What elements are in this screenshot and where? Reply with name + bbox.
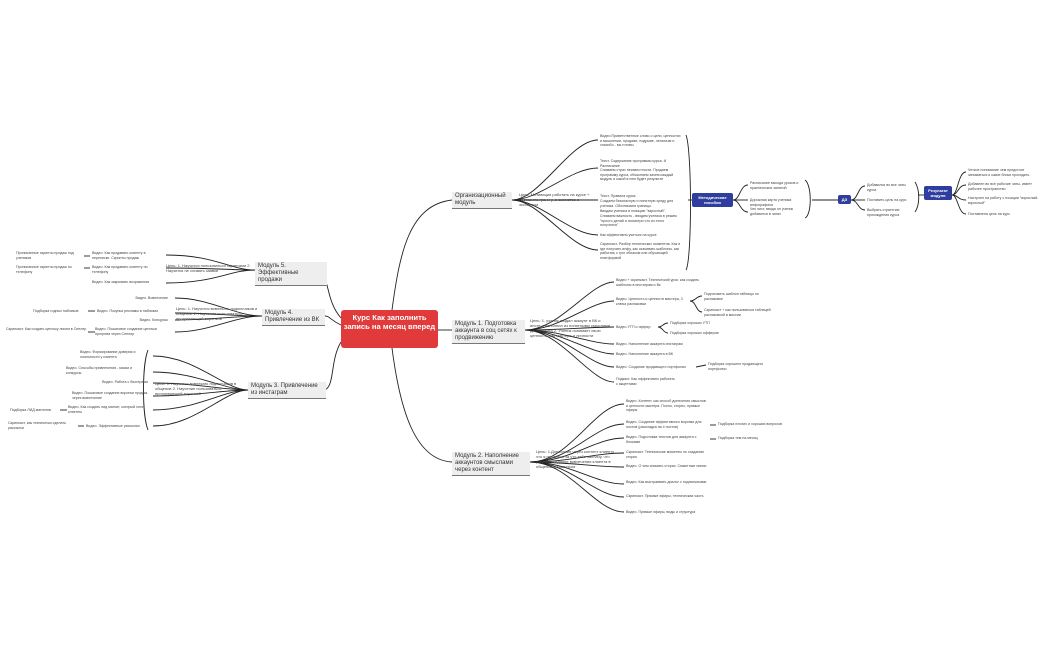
module-4[interactable]: Модуль 4. Привлечение из ВК <box>262 309 325 326</box>
mentor-item-1: Расписание выхода уроков и практических … <box>750 181 799 190</box>
org-item-6: Вводим ученика в позицию "взрослый". <box>600 209 666 213</box>
badge-mentor-materials[interactable]: Методические пособия <box>692 193 733 207</box>
org-item-9: Скринкаст. Разбор технических моментов. … <box>600 242 681 260</box>
module-5[interactable]: Модуль 5. Эффективные продажи <box>255 262 327 286</box>
m2-item-6: Видео. Как выстраивать диалог с подписчи… <box>626 480 707 484</box>
org-item-5: Создаем безопасную и понятную среду для … <box>600 199 674 208</box>
m3-item-1: Видео. Формирование доверия и лояльности… <box>80 350 136 359</box>
org-item-8: Как эффективно учиться на курсе <box>600 233 657 237</box>
goal-module-2: Цель: 1.Донесение через контент клиенту … <box>536 449 615 469</box>
result-item-2: Добавлен во все рабочие чаты- имеет рабо… <box>968 182 1032 191</box>
result-item-3: Настроен на работу с позиции "взрослый- … <box>968 196 1039 205</box>
goal-organizational: Цель: Мотивация работать на курсе + пост… <box>519 192 590 207</box>
m1-item-2: Видео. Ценность и ценности мастера, 3 кл… <box>616 297 683 306</box>
m1-item-1: Видео + скринкаст. Технический урок: как… <box>616 278 700 287</box>
m5-sub-2: Прописанные скрипты продаж по телефону <box>16 265 72 274</box>
org-item-3: Снимаем страх неизвестности. Продаем про… <box>600 168 674 182</box>
m3-sub-1: Подборка ЛИД магнитов <box>10 408 51 412</box>
m4-item-3: Видео. Конкурсы <box>139 318 168 322</box>
m4-item-1: Видео. Вовлечение <box>135 296 168 300</box>
m3-item-3: Видео. Работа с блогерами <box>102 380 148 384</box>
m2-texts-sub: Подборка тем на месяц <box>718 436 758 440</box>
m4-item-4: Видео. Пошаговое создание цепочки прогре… <box>95 327 157 336</box>
m2-item-7: Скринкаст. Прямые эфиры, техническая час… <box>626 494 704 498</box>
result-item-4: Поставлена цель на курс <box>968 212 1010 216</box>
m1-utp-sub-2: Подборка хороших офферов <box>670 331 719 335</box>
m2-item-3: Видео. Подготовка текстов для аккаунта с… <box>626 435 697 444</box>
m1-item-4: Видео. Наполнение аккаунта инстаграм <box>616 342 683 346</box>
module-organizational[interactable]: Организационный модуль <box>452 192 512 209</box>
m1-item-5: Видео. Наполнение аккаунта в ВК <box>616 352 673 356</box>
m1-utp-sub-1: Подборка хороших УТП <box>670 321 710 325</box>
m5-sub-1: Прописанные скрипты продаж под учеников <box>16 251 74 260</box>
m1-item-6: Видео. Создание продающего портфолио <box>616 365 686 369</box>
org-item-7: Снимаем важность - вводим ученика в режи… <box>600 214 677 228</box>
dz-item-2: Поставить цель на курс <box>867 198 907 202</box>
m3-item-2: Видео. Способы привлечения - маски и кон… <box>66 366 133 375</box>
goal-module-4: Цель: 1. Научится вовлекать подписчиков … <box>176 306 258 321</box>
m5-item-3: Видео. Как закрывать возражения <box>92 280 150 284</box>
m1-portfolio-sub: Подборка хорошего продающего портфолио <box>708 362 763 371</box>
m1-item-7: Подкаст. Как эффективно работать с акцен… <box>616 377 675 386</box>
goal-module-3: Цель: 1. Научится вовлекать подписчиков … <box>155 381 237 396</box>
m4-sub-1: Подборка годных пабликов <box>33 309 79 313</box>
module-3[interactable]: Модуль 3. Привлечение из инстаграм <box>248 382 326 399</box>
m3-item-4: Видео. Пошаговое создание воронки продаж… <box>72 391 148 400</box>
m3-item-6: Видео. Эффективные рассылки <box>86 424 140 428</box>
central-topic[interactable]: Курс Как заполнить запись на месяц впере… <box>341 310 438 348</box>
m2-funnel-sub: Подборка плохих и хороших вопросов <box>718 422 782 426</box>
goal-module-1: Цель: 1. ученик создал аккаунт в ВК и ин… <box>530 318 610 338</box>
m3-sub-2: Скринкаст, как технически сделать рассыл… <box>8 421 66 430</box>
dz-item-1: Добавился во все чаты курса <box>867 183 906 192</box>
m5-item-2: Видео. Как продавать клиенту по телефону <box>92 265 148 274</box>
module-2[interactable]: Модуль 2. Наполнение аккаунтов смыслами … <box>452 452 530 476</box>
m1-values-sub-1: Подготовить шаблон таблицы по распаковке <box>704 292 759 301</box>
badge-homework[interactable]: ДЗ <box>838 195 851 204</box>
m2-item-4: Скринкаст. Технические моменты по создан… <box>626 450 705 459</box>
m2-item-1: Видео. Контент, как способ донесения смы… <box>626 399 706 413</box>
m2-item-5: Видео. О чем снимать сторис. Сюжетные ли… <box>626 464 707 468</box>
m1-values-sub-2: Скринкаст + как пользоваться таблицей ра… <box>704 308 771 317</box>
module-1[interactable]: Модуль 1. Подготовка аккаунта в соц сетя… <box>452 320 525 344</box>
mentor-item-3: Чек лист, вводя он ученик добавился в ча… <box>750 207 794 216</box>
goal-module-5: Цель: 1. Научится пользоваться скриптами… <box>166 263 251 273</box>
result-item-1: Четкое понимание чем предстоит заниматьс… <box>968 168 1030 177</box>
badge-module-result[interactable]: Результат модуля <box>924 186 952 200</box>
mentor-item-2: Дорожная карта ученика инфографика <box>750 198 792 207</box>
m5-item-1: Видео. Как продавать клиенту в переписке… <box>92 251 146 260</box>
org-item-2: Текст. Содержание программы курса. И Рас… <box>600 159 667 168</box>
m2-item-2: Видео. Создание эффективного воронки для… <box>626 420 702 429</box>
m4-sub-2: Скринкаст. Как создать цепочку писем в С… <box>6 327 87 331</box>
org-item-4: Текст. Правила курса. <box>600 194 637 198</box>
m2-item-8: Видео. Прямые эфиры, виды и структура <box>626 510 696 514</box>
org-item-1: Видео:Приветственное слово о цели, ценно… <box>600 134 681 148</box>
dz-item-3: Выбрать стратегию прохождения курса <box>867 208 900 217</box>
m1-item-3: Видео УТП и оффер <box>616 325 651 329</box>
m3-item-5: Видео. Как создать лид магнит, который х… <box>68 405 145 414</box>
m4-item-2: Видео. Покупка рекламы в пабликах <box>97 309 159 313</box>
